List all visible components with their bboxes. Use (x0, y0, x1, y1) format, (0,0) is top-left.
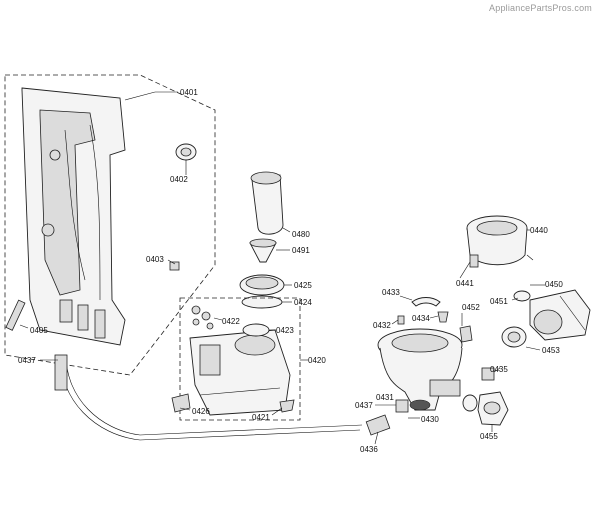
part-0453-outlet[interactable] (501, 326, 527, 348)
part-0436-hose-end[interactable] (365, 414, 391, 436)
drain-pump-seal (462, 394, 478, 412)
label-0450: 0450 (545, 280, 563, 289)
label-0405: 0405 (30, 326, 48, 335)
label-0420: 0420 (308, 356, 326, 365)
part-0441-bracket[interactable] (469, 254, 479, 268)
label-0422: 0422 (222, 317, 240, 326)
label-0402: 0402 (170, 175, 188, 184)
part-0433-clamp[interactable] (411, 297, 441, 307)
label-0480: 0480 (292, 230, 310, 239)
part-0431-fitting[interactable] (395, 399, 409, 413)
part-0480-cup[interactable] (250, 171, 284, 235)
part-0425-cap[interactable] (239, 274, 285, 296)
label-0433: 0433 (382, 288, 400, 297)
label-0423: 0423 (276, 326, 294, 335)
label-0430: 0430 (421, 415, 439, 424)
part-0440-pump-heater[interactable] (466, 215, 528, 266)
part-0430-sump[interactable] (377, 328, 463, 411)
label-0401: 0401 (180, 88, 198, 97)
label-0491: 0491 (292, 246, 310, 255)
part-0435-sensor[interactable] (481, 367, 495, 381)
panel-group-boundary (4, 74, 216, 376)
label-0425: 0425 (294, 281, 312, 290)
label-0435: 0435 (490, 365, 508, 374)
label-0403: 0403 (146, 255, 164, 264)
part-0437-hose-inner (65, 354, 363, 436)
leader-lines (19, 91, 545, 445)
label-0432: 0432 (373, 321, 391, 330)
label-0455: 0455 (480, 432, 498, 441)
part-0422-fasteners[interactable] (191, 305, 214, 330)
label-0437-left: 0437 (18, 356, 36, 365)
part-0452-gasket[interactable] (459, 325, 473, 343)
part-0402-seal-ring[interactable] (175, 143, 197, 161)
part-0403-nut[interactable] (169, 261, 180, 271)
label-0452: 0452 (462, 303, 480, 312)
tank-group-boundary (179, 297, 301, 421)
part-0450-circulation-pump[interactable] (529, 289, 591, 341)
part-0423-ring[interactable] (242, 323, 270, 337)
label-0451: 0451 (490, 297, 508, 306)
label-0441: 0441 (456, 279, 474, 288)
part-0455-drain-pump[interactable] (477, 391, 509, 426)
label-0453: 0453 (542, 346, 560, 355)
label-0421: 0421 (252, 413, 270, 422)
label-0440: 0440 (530, 226, 548, 235)
part-0491-funnel[interactable] (249, 238, 277, 263)
part-0420-tank-housing[interactable] (189, 329, 291, 416)
label-0431: 0431 (376, 393, 394, 402)
part-0405-tube[interactable] (5, 299, 26, 331)
part-0421-clip[interactable] (279, 399, 295, 413)
part-0426-elbow[interactable] (171, 393, 191, 413)
hose-connector-left (54, 354, 68, 391)
watermark-text: AppliancePartsPros.com (489, 3, 592, 13)
label-0437-right: 0437 (355, 401, 373, 410)
label-0426: 0426 (192, 407, 210, 416)
label-0434: 0434 (412, 314, 430, 323)
label-0436: 0436 (360, 445, 378, 454)
label-0424: 0424 (294, 298, 312, 307)
part-0401-side-panel[interactable] (21, 87, 126, 346)
part-0451-ring[interactable] (513, 290, 531, 302)
part-0434-clip[interactable] (437, 311, 449, 323)
part-0432-screw[interactable] (397, 315, 405, 325)
